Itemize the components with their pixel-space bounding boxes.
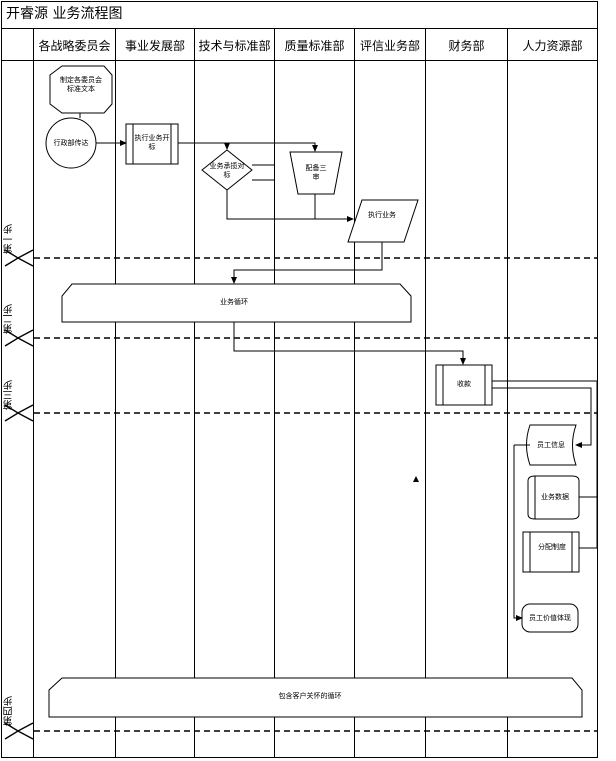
- outer-frame: [1, 1, 598, 758]
- column-header-finance: 财务部: [448, 39, 485, 53]
- small-triangle-marker: [413, 476, 419, 482]
- page-title: 开睿源 业务流程图: [6, 6, 123, 22]
- lane-dividers: [115, 28, 508, 758]
- employee-info-store: [526, 424, 577, 466]
- stage-label-4: 第四步: [4, 696, 15, 726]
- node-label-admin-dispatch: 行政部传达: [53, 139, 89, 147]
- node-label-allocation-system: 分配制度: [538, 543, 566, 551]
- stage-separators: [4, 249, 597, 740]
- execute-bidding-process: [125, 123, 179, 165]
- column-header-evaluation-business: 评信业务部: [359, 39, 420, 53]
- node-label-employee-value: 员工价值体现: [529, 614, 571, 622]
- column-header-technology-standards: 技术与标准部: [198, 39, 271, 53]
- allocation-system-process: [522, 531, 580, 573]
- node-label-execute-bidding: 执行业务开标: [134, 134, 170, 151]
- column-header-quality-standards: 质量标准部: [284, 39, 345, 53]
- node-label-committee-standard-text: 制定各委员会标准文本: [60, 76, 102, 93]
- business-data-cylinder: [527, 475, 580, 520]
- column-header-business-development: 事业发展部: [124, 39, 185, 53]
- node-label-business-cycle: 业务循环: [220, 298, 248, 306]
- node-label-execute-business: 执行业务: [368, 211, 396, 219]
- stage-label-2: 第二步: [4, 304, 15, 334]
- connectors: [79, 113, 598, 621]
- supervise-audit-trapezoid: [289, 151, 343, 195]
- stage-label-1: 第一步: [4, 224, 15, 254]
- execute-business-parallelogram: [347, 199, 419, 243]
- node-label-customer-cycle: 包含客户关怀的循环: [278, 692, 342, 700]
- business-cycle-banner: [61, 283, 412, 323]
- node-label-business-data: 业务数据: [541, 493, 569, 501]
- node-label-business-bidding: 业务承揽对标: [209, 162, 245, 179]
- customer-cycle-banner: [48, 677, 583, 718]
- column-header-strategy-committee: 各战略委员会: [38, 39, 111, 53]
- stage-label-3: 第三步: [4, 380, 15, 410]
- collect-payment-process: [435, 364, 493, 406]
- column-header-human-resources: 人力资源部: [522, 39, 583, 53]
- node-label-supervise-audit: 配备三审: [305, 164, 327, 181]
- committee-standard-text-hexagon: [49, 65, 113, 114]
- node-label-collect-payment: 收款: [457, 380, 471, 388]
- node-label-employee-info: 员工信息: [537, 441, 565, 449]
